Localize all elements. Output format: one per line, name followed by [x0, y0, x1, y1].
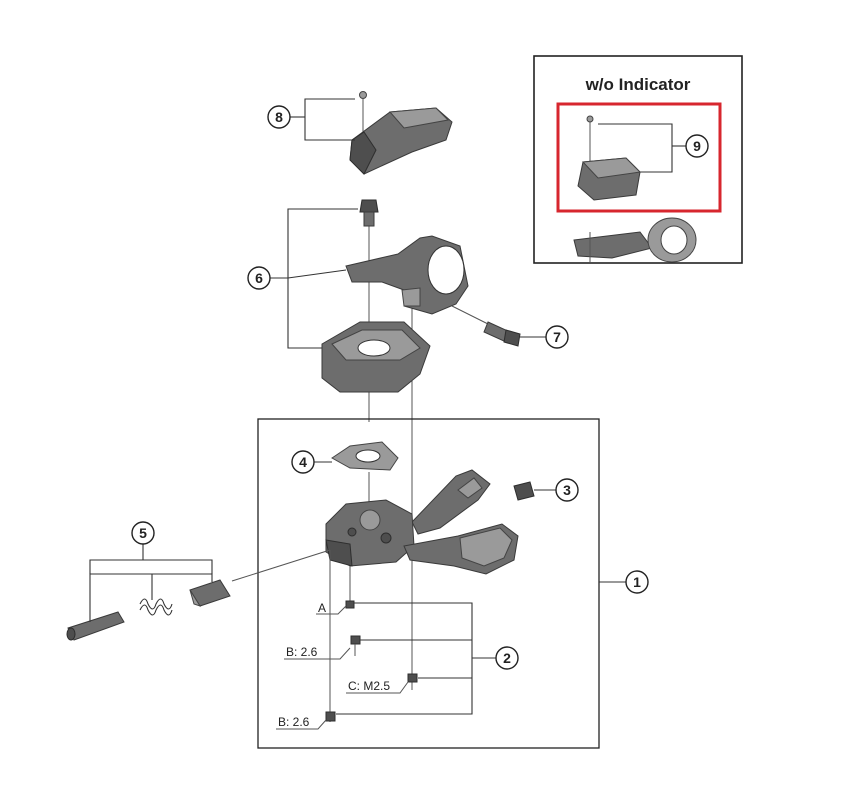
callout-3: 3 [555, 478, 579, 502]
svg-text:6: 6 [255, 270, 263, 286]
part-6-bolt [359, 199, 379, 227]
part-5-spring [139, 598, 173, 616]
svg-text:4: 4 [299, 454, 307, 470]
part-1-assembly-frame [257, 418, 600, 749]
part-5-barrel-adjuster [66, 611, 125, 641]
bolt-c [407, 673, 418, 683]
part-6-clamp-band [345, 235, 469, 315]
inset-title: w/o Indicator [585, 75, 691, 94]
callout-5: 5 [131, 521, 155, 545]
callout-6: 6 [247, 266, 271, 290]
callout-4: 4 [291, 450, 315, 474]
part-5-nut [189, 579, 231, 607]
svg-text:2: 2 [503, 650, 511, 666]
bolt-label-c: C: M2.5 [348, 679, 390, 693]
svg-text:3: 3 [563, 482, 571, 498]
inset-highlight-frame [556, 102, 722, 213]
bolt-label-b-upper: B: 2.6 [286, 645, 318, 659]
svg-text:9: 9 [693, 138, 701, 154]
callout-9: 9 [685, 134, 709, 158]
inset-clamp-illustration [573, 217, 697, 263]
bolt-a [345, 600, 355, 609]
svg-text:1: 1 [633, 574, 641, 590]
svg-text:7: 7 [553, 329, 561, 345]
part-4-plate [331, 441, 399, 471]
bolt-label-b-lower: B: 2.6 [278, 715, 310, 729]
part-9-cover [577, 115, 642, 201]
bolt-b-lower [325, 711, 336, 722]
callout-8: 8 [267, 105, 291, 129]
callout-2: 2 [495, 646, 519, 670]
part-3-cap [513, 481, 535, 501]
inset-panel: w/o Indicator 9 [533, 55, 743, 264]
part-8-indicator [349, 91, 453, 175]
callout-1: 1 [625, 570, 649, 594]
main-shifter-body [325, 469, 519, 575]
callout-7: 7 [545, 325, 569, 349]
svg-text:8: 8 [275, 109, 283, 125]
bolt-label-a: A [318, 601, 326, 615]
svg-text:5: 5 [139, 525, 147, 541]
bolt-b-upper [350, 635, 361, 656]
part-6-base-cover [321, 321, 431, 393]
part-7-clamp-bolt [483, 321, 521, 347]
